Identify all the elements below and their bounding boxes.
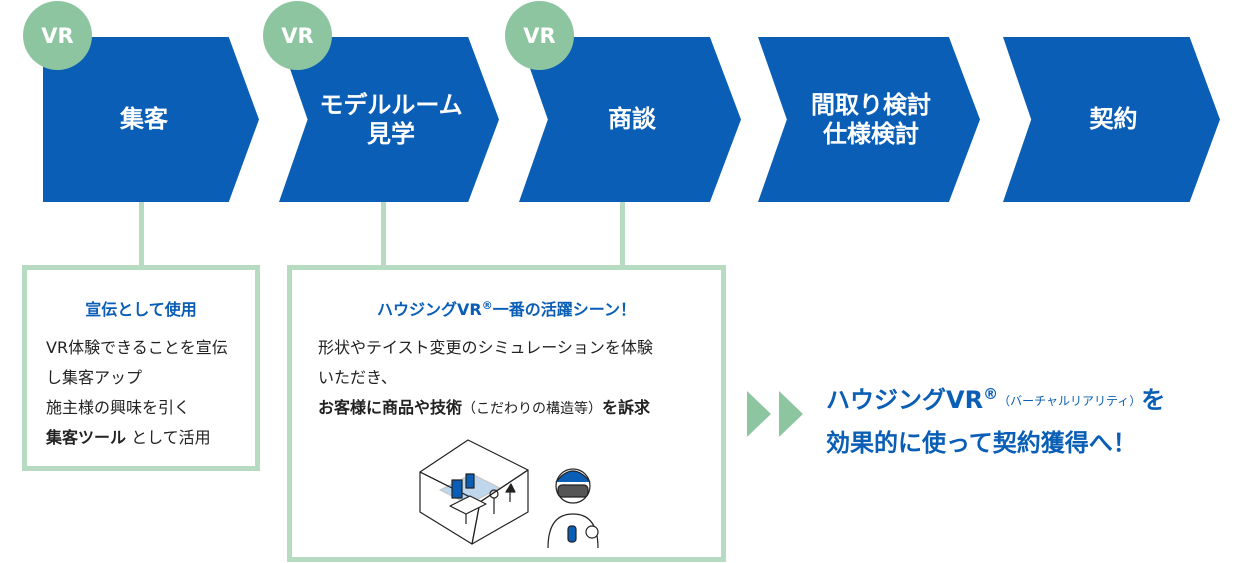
step-label: 集客 [120, 105, 168, 133]
vr-headset-user-room-illustration [419, 439, 599, 549]
step-arrow-shukyaku: 集客 [43, 37, 259, 202]
box-body: 形状やテイスト変更のシミュレーションを体験 いただき、 お客様に商品や技術（こだ… [318, 338, 653, 417]
usage-box-best-scene: ハウジングVR®一番の活躍シーン！ 形状やテイスト変更のシミュレーションを体験 … [287, 265, 726, 562]
connector-line [620, 202, 625, 266]
vr-badge: VR [23, 1, 92, 70]
vr-badge: VR [505, 1, 574, 70]
box-body: VR体験できることを宣伝 し集客アップ 施主様の興味を引く 集客ツール として活… [46, 338, 228, 447]
connector-line [139, 202, 144, 266]
box-title: 宣伝として使用 [85, 300, 197, 319]
double-chevron-icon [747, 391, 771, 437]
usage-box-promotion: 宣伝として使用 VR体験できることを宣伝 し集客アップ 施主様の興味を引く 集客… [22, 265, 260, 471]
step-arrow-keiyaku: 契約 [1003, 37, 1220, 202]
step-label: モデルルーム 見学 [319, 90, 463, 148]
cta-line-2: 効果的に使って契約獲得へ！ [826, 429, 1137, 457]
step-label: 契約 [1089, 105, 1138, 133]
cta-line-1: ハウジングVR®（バーチャルリアリティ）を [826, 385, 1166, 414]
vr-badge: VR [263, 1, 332, 70]
step-label: 商談 [608, 105, 656, 133]
step-arrow-madori: 間取り検討 仕様検討 [758, 37, 980, 202]
step-label: 間取り検討 仕様検討 [811, 90, 931, 148]
double-chevron-icon [779, 391, 803, 437]
box-title: ハウジングVR®一番の活躍シーン！ [377, 299, 636, 319]
connector-line [381, 202, 386, 266]
